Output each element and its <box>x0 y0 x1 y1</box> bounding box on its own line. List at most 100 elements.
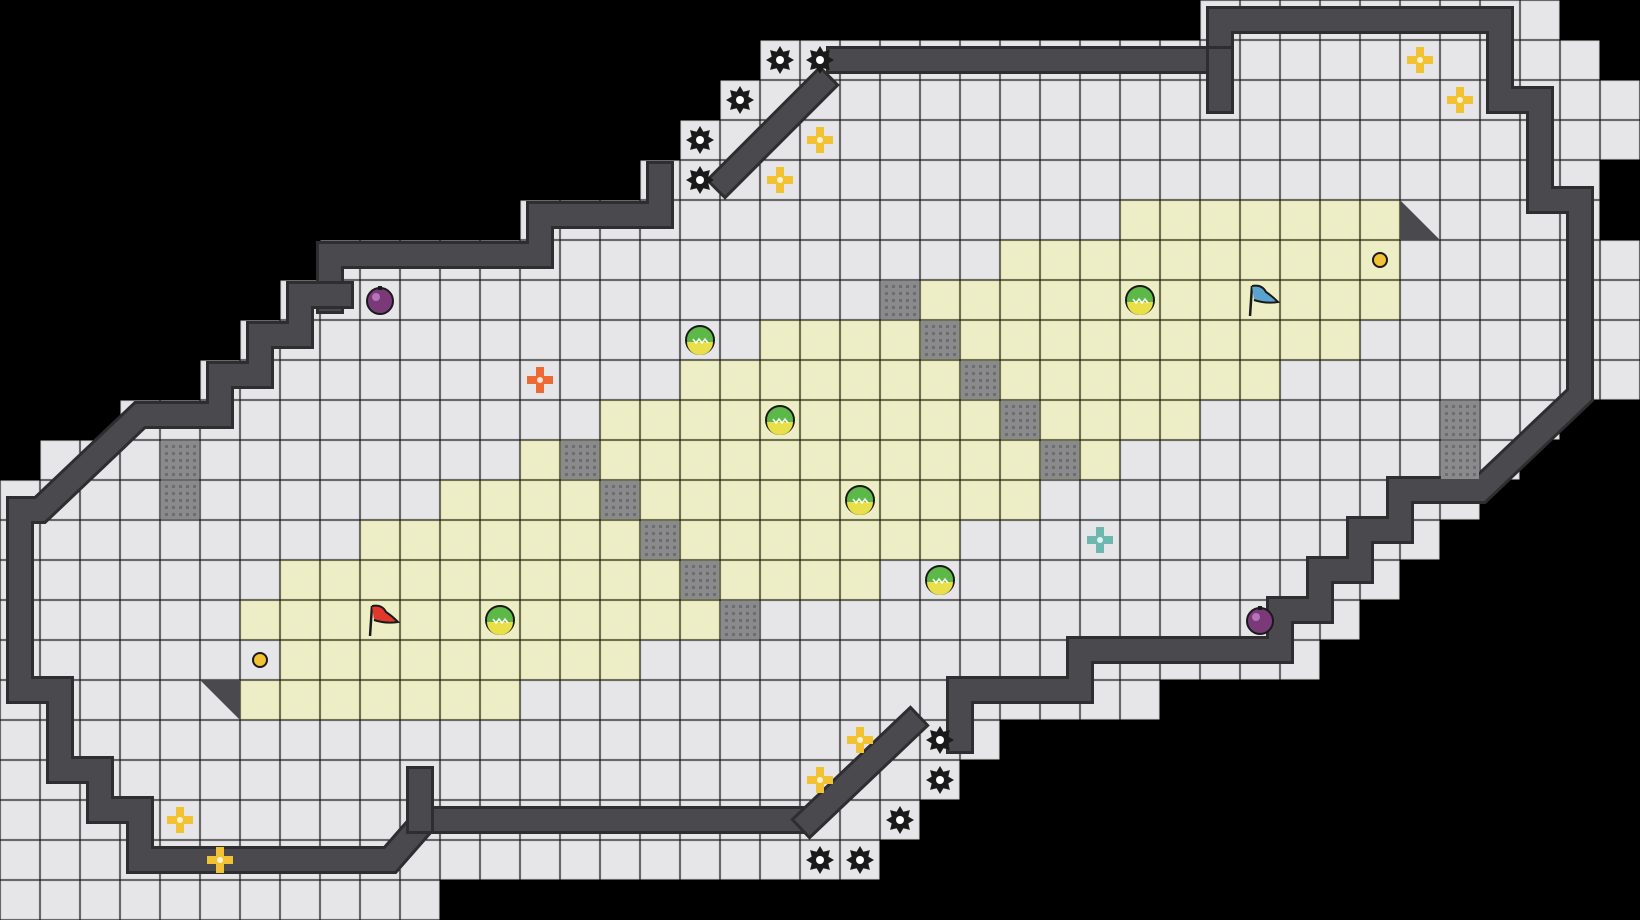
floor-tile <box>1000 520 1040 560</box>
item-layer <box>161 46 1479 874</box>
zone-tile <box>600 560 640 600</box>
floor-tile <box>1600 120 1640 160</box>
zone-tile <box>760 360 800 400</box>
zone-tile <box>960 320 1000 360</box>
floor-tile <box>240 440 280 480</box>
floor-tile <box>1160 480 1200 520</box>
zone-tile <box>560 520 600 560</box>
floor-tile <box>1200 440 1240 480</box>
zone-tile <box>320 680 360 720</box>
zone-tile <box>640 600 680 640</box>
floor-tile <box>600 360 640 400</box>
floor-tile <box>1400 160 1440 200</box>
floor-tile <box>800 680 840 720</box>
floor-tile <box>1000 200 1040 240</box>
floor-tile <box>360 880 400 920</box>
zone-tile <box>560 560 600 600</box>
zone-tile <box>800 360 840 400</box>
floor-tile <box>400 360 440 400</box>
floor-tile <box>840 200 880 240</box>
floor-tile <box>1000 120 1040 160</box>
floor-tile <box>640 840 680 880</box>
floor-tile <box>1400 280 1440 320</box>
wall-corner <box>200 680 240 720</box>
floor-tile <box>1320 120 1360 160</box>
floor-tile <box>880 760 920 800</box>
zone-tile <box>840 560 880 600</box>
gray-block-icon <box>921 321 959 359</box>
zone-tile <box>1000 440 1040 480</box>
floor-tile <box>40 560 80 600</box>
floor-tile <box>360 360 400 400</box>
floor-tile <box>1280 80 1320 120</box>
floor-tile <box>640 760 680 800</box>
floor-tile <box>840 600 880 640</box>
floor-tile <box>1440 160 1480 200</box>
zone-tile <box>880 440 920 480</box>
floor-tile <box>720 840 760 880</box>
gray-block-icon <box>641 521 679 559</box>
floor-tile <box>440 440 480 480</box>
floor-tile <box>1280 360 1320 400</box>
floor-tile <box>1360 320 1400 360</box>
zone-tile <box>520 560 560 600</box>
floor-tile <box>1360 80 1400 120</box>
floor-tile <box>360 440 400 480</box>
floor-tile <box>240 520 280 560</box>
floor-tile <box>1440 200 1480 240</box>
wall-segment <box>794 709 926 836</box>
floor-tile <box>920 640 960 680</box>
floor-tile <box>280 880 320 920</box>
zone-tile <box>920 280 960 320</box>
powerup-cross-icon <box>807 127 833 153</box>
floor-tile <box>560 760 600 800</box>
floor-tile <box>160 680 200 720</box>
zone-tile <box>400 680 440 720</box>
floor-tile <box>120 480 160 520</box>
boost-pad-icon <box>485 605 515 635</box>
floor-tile <box>1480 120 1520 160</box>
floor-tile <box>1560 80 1600 120</box>
floor-tile <box>0 760 40 800</box>
floor-tile <box>1120 520 1160 560</box>
zone-tile <box>760 520 800 560</box>
boost-pad-icon <box>685 325 715 355</box>
floor-tile <box>80 600 120 640</box>
boundary-walls <box>6 6 1594 874</box>
floor-tile <box>520 280 560 320</box>
floor-tile <box>1520 280 1560 320</box>
floor-tile <box>40 800 80 840</box>
floor-tile <box>400 400 440 440</box>
zone-tile <box>760 560 800 600</box>
zone-tile <box>1000 320 1040 360</box>
floor-tile <box>600 760 640 800</box>
floor-tile <box>200 440 240 480</box>
floor-tile <box>280 520 320 560</box>
floor-tile <box>880 600 920 640</box>
floor-tile <box>1080 160 1120 200</box>
floor-tile <box>40 840 80 880</box>
floor-tile <box>1200 120 1240 160</box>
floor-tile <box>200 640 240 680</box>
floor-tile <box>80 520 120 560</box>
floor-tile <box>1360 40 1400 80</box>
floor-tile <box>1320 80 1360 120</box>
floor-tile <box>800 280 840 320</box>
floor-tile <box>960 160 1000 200</box>
floor-tile <box>960 240 1000 280</box>
floor-tile <box>840 640 880 680</box>
zone-tile <box>1320 200 1360 240</box>
floor-tile <box>120 760 160 800</box>
floor-tile <box>880 240 920 280</box>
floor-tile <box>1200 520 1240 560</box>
floor-tile <box>520 840 560 880</box>
floor-tile <box>1400 440 1440 480</box>
floor-tile <box>480 440 520 480</box>
zone-tile <box>280 600 320 640</box>
floor-tile <box>1040 80 1080 120</box>
floor-tile <box>1200 160 1240 200</box>
floor-tile <box>400 480 440 520</box>
zone-tile <box>680 440 720 480</box>
powerup-cross-icon <box>1447 87 1473 113</box>
powerup-cross-icon <box>847 727 873 753</box>
